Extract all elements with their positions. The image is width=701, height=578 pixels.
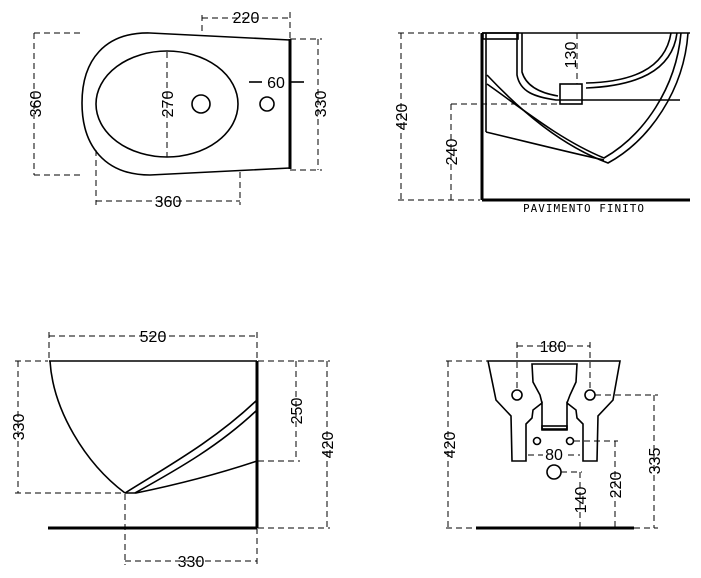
dim-180: 180 <box>540 339 567 356</box>
dim-330-base: 330 <box>178 554 205 571</box>
dim-335: 335 <box>647 448 664 475</box>
dim-330-top: 330 <box>313 91 330 118</box>
floor-label: PAVIMENTO FINITO <box>523 202 645 215</box>
outlet-box <box>559 83 583 105</box>
tap-hole <box>259 96 275 112</box>
bidet-outline-top <box>81 32 291 176</box>
pipe-hole-left <box>532 436 542 446</box>
dim-240: 240 <box>444 139 461 166</box>
rear-view: 180 420 335 220 140 80 <box>442 339 664 530</box>
outlet-circle <box>546 464 562 480</box>
rear-outline <box>487 360 621 462</box>
dim-270: 270 <box>160 91 177 118</box>
dim-520: 520 <box>140 329 167 346</box>
drain-circle <box>191 94 211 114</box>
dim-80: 80 <box>545 447 563 464</box>
dim-220-rear: 220 <box>608 472 625 499</box>
dim-250: 250 <box>289 398 306 425</box>
dim-140: 140 <box>573 487 590 514</box>
dim-220: 220 <box>233 10 260 27</box>
dim-60: 60 <box>267 75 285 92</box>
side-view: 520 330 250 420 330 <box>11 329 337 571</box>
fixing-hole-right <box>584 389 596 401</box>
dim-420-section: 420 <box>394 104 411 131</box>
top-view: 220 360 270 330 60 360 <box>28 10 330 211</box>
pipe-hole-right <box>565 436 575 446</box>
dim-130: 130 <box>563 42 580 69</box>
front-curve <box>49 360 126 494</box>
dim-330-front: 330 <box>11 414 28 441</box>
fixing-hole-left <box>511 389 523 401</box>
dim-420-rear: 420 <box>442 432 459 459</box>
side-section-view: 420 240 130 PAVIMENTO FINITO <box>394 32 690 215</box>
dim-360-depth: 360 <box>28 91 45 118</box>
dim-420-side: 420 <box>320 432 337 459</box>
dim-360-bowl: 360 <box>155 194 182 211</box>
